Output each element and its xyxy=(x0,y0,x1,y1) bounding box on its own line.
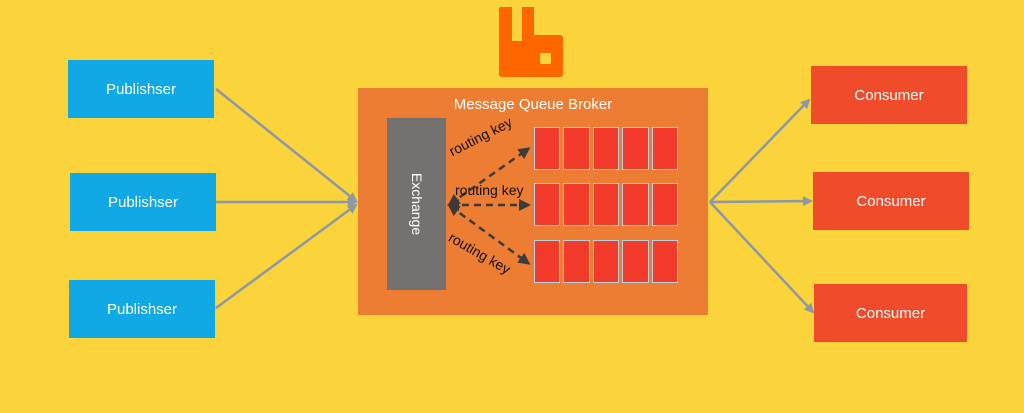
queue-message-cell xyxy=(534,127,561,170)
consumer-label: Consumer xyxy=(855,304,926,322)
publisher-label: Publishser xyxy=(105,80,177,98)
queue-message-cell xyxy=(534,183,561,226)
publisher-box-1: Publishser xyxy=(68,60,214,118)
consumer-box-1: Consumer xyxy=(811,66,967,124)
routing-key-label-2: routing key xyxy=(455,182,524,198)
queue-message-cell xyxy=(651,127,679,170)
consumer-label: Consumer xyxy=(856,192,926,210)
publisher-label: Publishser xyxy=(106,300,178,318)
publisher-box-2: Publishser xyxy=(70,173,216,231)
queue-1 xyxy=(532,127,680,170)
queue-message-cell xyxy=(651,240,679,283)
routing-arrows xyxy=(447,147,531,265)
consumer-box-2: Consumer xyxy=(813,172,969,230)
consumer-label: Consumer xyxy=(854,86,924,104)
queue-message-cell xyxy=(622,240,649,283)
publisher-1-arrow xyxy=(215,88,358,203)
queue-message-cell xyxy=(592,127,620,170)
queue-message-cell xyxy=(563,127,590,170)
consumer-1-arrow xyxy=(709,98,811,203)
queue-message-cell xyxy=(651,183,679,226)
consumer-box-3: Consumer xyxy=(814,284,967,342)
publisher-3-arrow xyxy=(215,203,358,310)
exchange: Exchange xyxy=(387,118,446,290)
queue-2 xyxy=(532,183,680,226)
queue-message-cell xyxy=(622,127,649,170)
routing-arrow-1 xyxy=(447,147,531,206)
queue-message-cell xyxy=(592,183,620,226)
message-queue-broker: Message Queue Broker Exchange xyxy=(358,88,708,315)
publisher-label: Publishser xyxy=(107,193,179,211)
queue-message-cell xyxy=(563,183,590,226)
queue-message-cell xyxy=(592,240,620,283)
queue-message-cell xyxy=(534,240,561,283)
publisher-box-3: Publishser xyxy=(69,280,215,338)
routing-arrow-3 xyxy=(447,204,531,265)
queue-message-cell xyxy=(622,183,649,226)
broker-title: Message Queue Broker xyxy=(453,96,613,113)
queue-message-cell xyxy=(563,240,590,283)
consumer-3-arrow xyxy=(709,201,815,314)
queue-3 xyxy=(532,240,680,283)
consumer-2-arrow xyxy=(709,196,813,207)
rabbitmq-logo-icon xyxy=(498,7,563,77)
